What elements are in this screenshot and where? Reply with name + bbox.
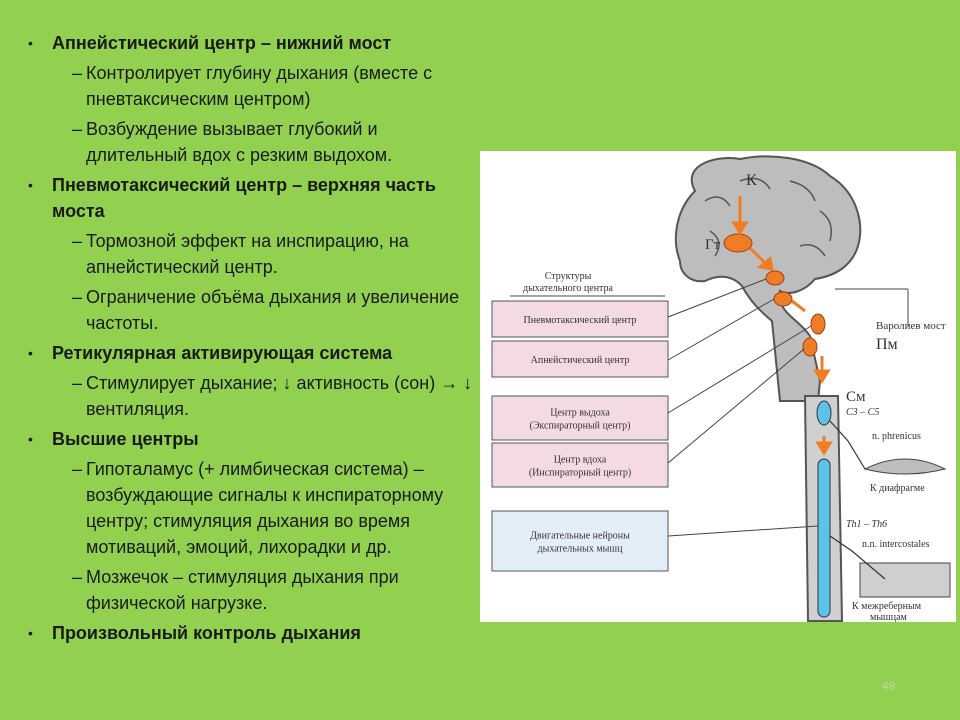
diagram-svg: Структуры дыхательного центра Пневмотакс…: [491, 155, 951, 622]
sub-bullet-item: –Мозжечок – стимуляция дыхания при физич…: [72, 564, 478, 616]
bullet-item: • Высшие центры: [28, 426, 478, 452]
diaphragm-sketch: [863, 458, 947, 475]
page-number: 48: [882, 679, 896, 693]
signal-arrows: [731, 196, 833, 456]
label-phrenicus: n. phrenicus: [872, 431, 921, 442]
sub-bullet-text: Тормозной эффект на инспирацию, на апней…: [86, 231, 409, 277]
sub-bullet-text: Гипоталамус (+ лимбическая система) – во…: [86, 459, 444, 557]
sub-bullet-item: –Тормозной эффект на инспирацию, на апне…: [72, 228, 478, 280]
leader-lines: [510, 278, 909, 537]
bullet-dot: •: [28, 431, 33, 447]
structure-box: [491, 300, 669, 338]
structure-box-label: Апнейстический центр: [531, 355, 630, 366]
label-pm: Пм: [876, 336, 898, 353]
sub-bullet-item: –Гипоталамус (+ лимбическая система) – в…: [72, 456, 478, 560]
label-th: Th1 – Th6: [846, 519, 887, 530]
structures-title-2: дыхательного центра: [523, 283, 614, 294]
intercostal-muscle-sketch: [859, 562, 951, 598]
label-diaphragm: К диафрагме: [870, 483, 925, 494]
label-intercostales: n.n. intercostales: [862, 539, 930, 550]
phrenic-nerve: [829, 420, 866, 470]
structure-box-label: Центр вдоха: [554, 455, 607, 466]
sub-bullet-dash: –: [72, 63, 83, 83]
bullet-item: • Апнейстический центр – нижний мост: [28, 30, 478, 56]
apneustic-nucleus: [773, 291, 793, 307]
label-gt: Гт: [705, 237, 721, 253]
sub-bullet-text: Контролирует глубину дыхания (вместе с п…: [86, 63, 433, 109]
bullet-title: Высшие центры: [52, 429, 199, 449]
bullet-title: Ретикулярная активирующая система: [52, 343, 393, 363]
structure-box-label: Пневмотаксический центр: [524, 315, 637, 326]
cervical-segment: [816, 400, 832, 426]
bullet-item: • Произвольный контроль дыхания: [28, 620, 478, 646]
label-varol: Варолиев мост: [876, 320, 946, 332]
sub-bullet-item: –Контролирует глубину дыхания (вместе с …: [72, 60, 478, 112]
structure-box-label: дыхательных мышц: [538, 544, 624, 555]
sub-bullet-item: –Стимулирует дыхание; ↓ активность (сон)…: [72, 370, 478, 422]
sub-bullet-text: Возбуждение вызывает глубокий и длительн…: [86, 119, 393, 165]
structure-box-label: Двигательные нейроны: [530, 531, 630, 542]
structure-box: [491, 510, 669, 572]
brain-folds: [704, 177, 832, 257]
bullet-dot: •: [28, 625, 33, 641]
label-muscles-1: К межреберным: [852, 601, 922, 612]
structure-box-label: Центр выдоха: [550, 408, 610, 419]
hypothalamus-nucleus: [723, 233, 753, 253]
sub-bullet-dash: –: [72, 567, 83, 587]
sub-bullet-dash: –: [72, 287, 83, 307]
inspiratory-nucleus: [802, 337, 818, 357]
sub-bullet-text: Стимулирует дыхание; ↓ активность (сон) …: [86, 373, 473, 419]
intercostal-nerve: [829, 535, 886, 580]
bullet-dot: •: [28, 177, 33, 193]
label-sm: См: [846, 389, 866, 405]
sub-bullet-dash: –: [72, 459, 83, 479]
structure-box: [491, 395, 669, 441]
sub-bullet-dash: –: [72, 231, 83, 251]
sub-bullet-text: Мозжечок – стимуляция дыхания при физиче…: [86, 567, 399, 613]
bullet-title: Апнейстический центр – нижний мост: [52, 33, 392, 53]
bullet-title: Пневмотаксический центр – верхняя часть …: [52, 175, 436, 221]
sub-bullet-text: Ограничение объёма дыхания и увеличение …: [86, 287, 460, 333]
bullet-item: • Пневмотаксический центр – верхняя часть…: [28, 172, 478, 224]
respiratory-center-diagram: Структуры дыхательного центра Пневмотакс…: [480, 151, 956, 622]
sub-bullet-item: –Возбуждение вызывает глубокий и длитель…: [72, 116, 478, 168]
structure-box-label: (Экспираторный центр): [530, 421, 631, 432]
label-muscles-2: мышцам: [870, 612, 908, 622]
bullet-title: Произвольный контроль дыхания: [52, 623, 361, 643]
bullet-dot: •: [28, 35, 33, 51]
structure-box-label: (Инспираторный центр): [529, 468, 631, 479]
label-c3c5: C3 – C5: [846, 407, 879, 418]
label-k: К: [746, 172, 757, 189]
pneumotaxic-nucleus: [765, 270, 785, 286]
structure-box: [491, 340, 669, 378]
expiratory-nucleus: [810, 313, 826, 335]
bullet-list: •Апнейстический центр – нижний мост–Конт…: [28, 30, 478, 650]
sub-bullet-dash: –: [72, 373, 83, 393]
sub-bullet-item: –Ограничение объёма дыхания и увеличение…: [72, 284, 478, 336]
structures-title-1: Структуры: [545, 271, 592, 282]
bullet-dot: •: [28, 345, 33, 361]
structure-box: [491, 442, 669, 488]
bullet-item: • Ретикулярная активирующая система: [28, 340, 478, 366]
sub-bullet-dash: –: [72, 119, 83, 139]
spinal-canal: [817, 458, 831, 618]
